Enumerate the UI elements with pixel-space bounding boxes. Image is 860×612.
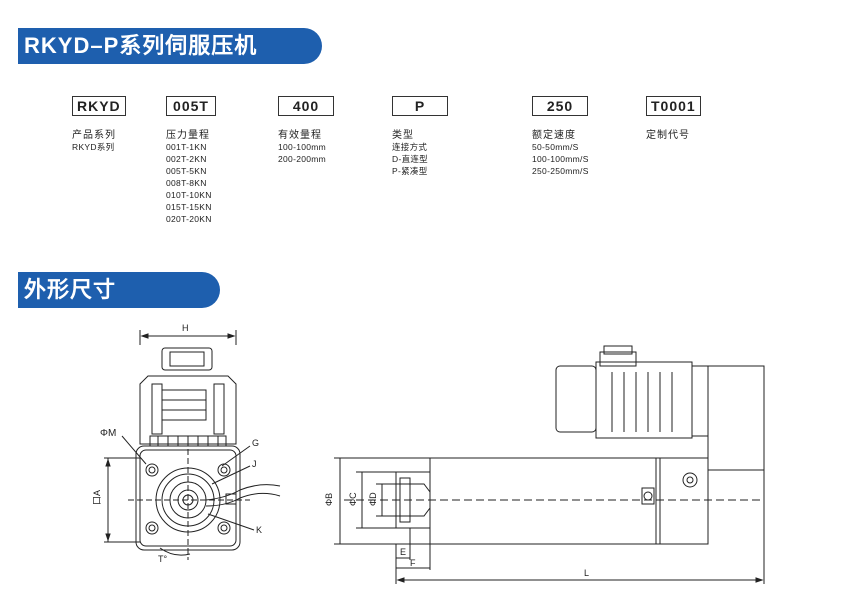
column-line: 100-100mm/S — [532, 154, 589, 164]
column-line: 001T-1KN — [166, 142, 207, 152]
code-column-type: P 类型 连接方式 D-直连型 P-紧凑型 — [392, 96, 448, 177]
column-title: 压力量程 — [166, 130, 210, 141]
dim-label-G: G — [252, 438, 259, 448]
dim-label-H: H — [182, 323, 189, 333]
code-column-custom: T0001 定制代号 — [646, 96, 701, 141]
dim-label-J: J — [252, 459, 257, 469]
code-box: 250 — [532, 96, 588, 116]
dim-label-M: ΦM — [100, 428, 116, 439]
column-line: 002T-2KN — [166, 154, 207, 164]
code-column-series: RKYD 产品系列 RKYD系列 — [72, 96, 126, 153]
code-column-stroke: 400 有效量程 100-100mm 200-200mm — [278, 96, 334, 165]
dim-label-L: L — [584, 568, 589, 578]
column-line: 020T-20KN — [166, 214, 212, 224]
column-line: 005T-5KN — [166, 166, 207, 176]
dim-label-T: T° — [158, 554, 167, 564]
column-title: 有效量程 — [278, 130, 322, 141]
dim-label-D: ΦD — [368, 492, 378, 506]
code-box: RKYD — [72, 96, 126, 116]
column-line: P-紧凑型 — [392, 166, 428, 176]
column-title: 类型 — [392, 130, 414, 141]
column-line: 100-100mm — [278, 142, 327, 152]
dim-label-E: E — [400, 547, 406, 557]
column-title: 产品系列 — [72, 130, 116, 141]
column-line: 250-250mm/S — [532, 166, 589, 176]
dim-label-B: ΦB — [324, 493, 334, 506]
code-box: T0001 — [646, 96, 701, 116]
column-line: 50-50mm/S — [532, 142, 579, 152]
column-line: RKYD系列 — [72, 142, 115, 152]
column-title: 定制代号 — [646, 130, 690, 141]
code-column-pressure: 005T 压力量程 001T-1KN 002T-2KN 005T-5KN 008… — [166, 96, 216, 225]
column-line: D-直连型 — [392, 154, 428, 164]
code-column-speed: 250 额定速度 50-50mm/S 100-100mm/S 250-250mm… — [532, 96, 589, 177]
column-line: 008T-8KN — [166, 178, 207, 188]
code-box: P — [392, 96, 448, 116]
code-box: 005T — [166, 96, 216, 116]
column-line: 200-200mm — [278, 154, 327, 164]
dim-label-K: K — [256, 525, 262, 535]
dim-label-C: ΦC — [348, 492, 358, 506]
column-line: 010T-10KN — [166, 190, 212, 200]
column-line: 连接方式 — [392, 142, 428, 152]
section-banner-model: RKYD–P系列伺服压机 — [18, 28, 322, 64]
dim-label-F: F — [410, 558, 416, 568]
column-title: 额定速度 — [532, 130, 576, 141]
column-line: 015T-15KN — [166, 202, 212, 212]
code-box: 400 — [278, 96, 334, 116]
section-banner-dimensions: 外形尺寸 — [18, 272, 220, 308]
dim-label-A: 口A — [92, 490, 102, 505]
